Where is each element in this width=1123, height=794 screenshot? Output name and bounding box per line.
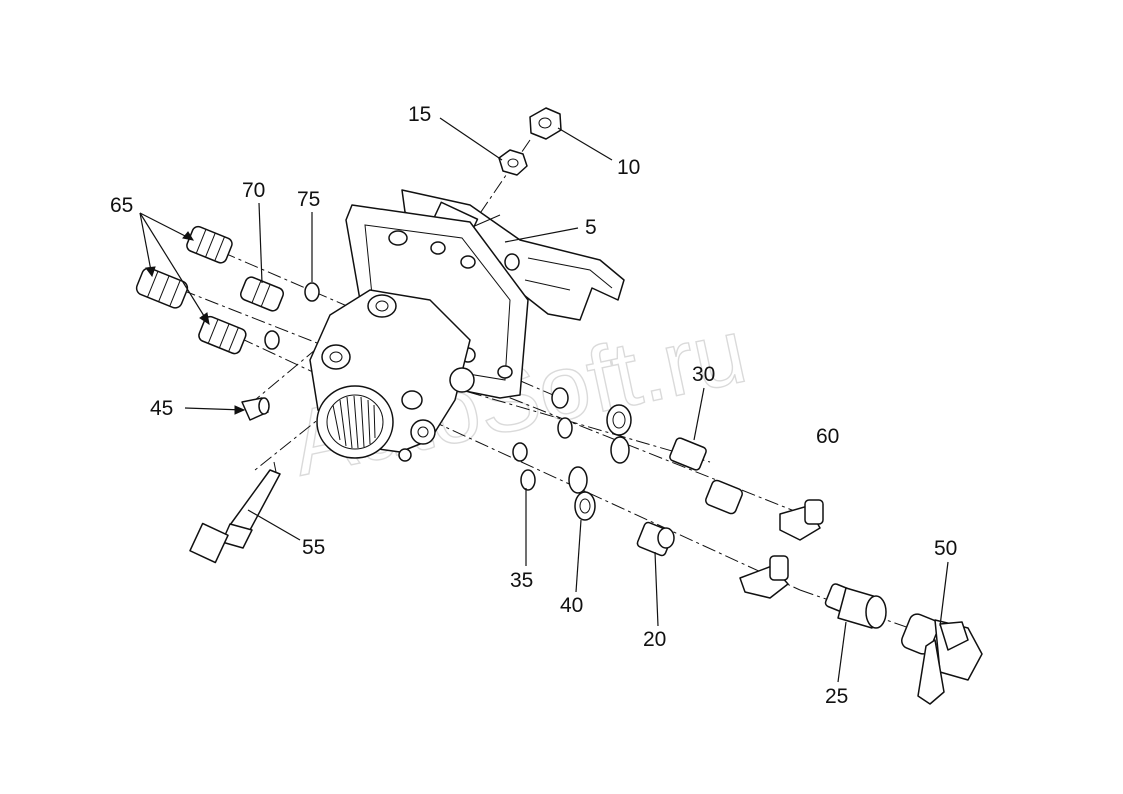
leader-lines: [139, 117, 949, 683]
callout-55: 55: [302, 536, 325, 559]
callout-40: 40: [560, 594, 583, 617]
part-55-sensor: [189, 461, 281, 564]
part-45-cap: [241, 397, 270, 421]
arrowheads: [145, 231, 246, 415]
callout-65: 65: [110, 194, 133, 217]
part-20-nut: [636, 521, 675, 557]
part-35-40-washers: [512, 387, 632, 521]
callout-60: 60: [816, 425, 839, 448]
callout-25: 25: [825, 685, 848, 708]
callout-50: 50: [934, 537, 957, 560]
part-15-nut: [498, 149, 528, 176]
part-75-o-rings: [264, 282, 320, 350]
callout-15: 15: [408, 103, 431, 126]
callout-75: 75: [297, 188, 320, 211]
valve-body: [309, 289, 475, 462]
callout-35: 35: [510, 569, 533, 592]
callout-20: 20: [643, 628, 666, 651]
callout-45: 45: [150, 397, 173, 420]
callout-5: 5: [585, 216, 597, 239]
part-30-fitting: [669, 437, 707, 471]
callout-labels: 5 10 15 20 25 30 35 40 45 50 55 60 65 70…: [110, 103, 957, 708]
callout-10: 10: [617, 156, 640, 179]
part-25-adapter: [824, 583, 887, 629]
part-70-plug: [240, 276, 284, 312]
callout-70: 70: [242, 179, 265, 202]
part-10-nut: [529, 107, 562, 140]
part-50-coupling-head: [901, 613, 983, 705]
part-60-elbow-fittings: [705, 479, 824, 599]
part-65-fittings: [135, 225, 247, 355]
callout-30: 30: [692, 363, 715, 386]
